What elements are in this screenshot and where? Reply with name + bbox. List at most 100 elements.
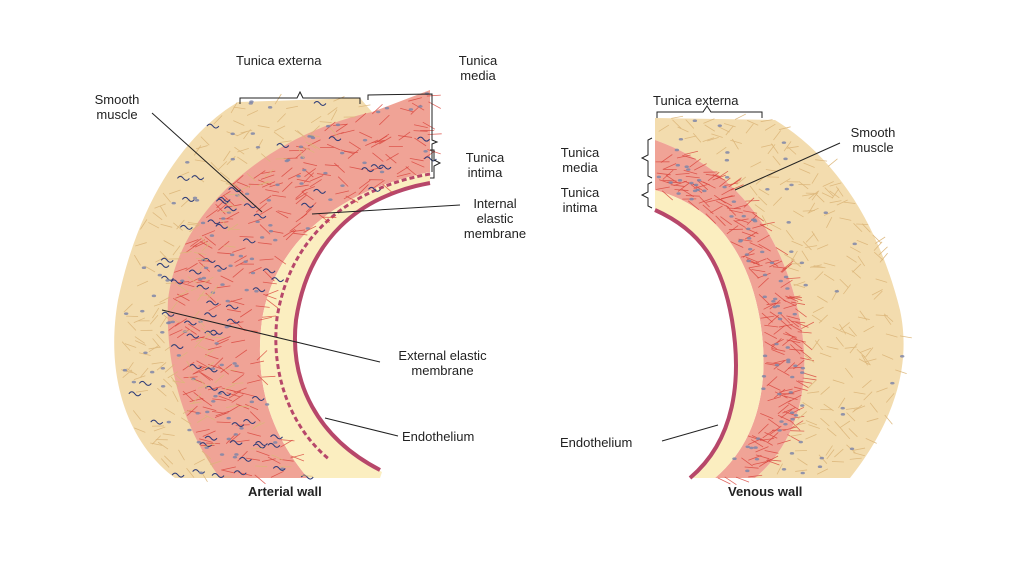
muscle-fiber [232,175,244,185]
cell-nucleus [298,145,304,149]
muscle-fiber [783,426,797,431]
connective-fiber [818,314,828,324]
muscle-fiber [226,211,240,220]
muscle-fiber [173,298,186,306]
cell-nucleus [689,197,694,201]
muscle-fiber [797,331,812,334]
muscle-fiber [232,247,246,253]
cell-nucleus [196,440,202,444]
elastic-fiber [199,442,213,448]
cell-nucleus [323,171,328,175]
cell-nucleus [745,445,750,449]
muscle-fiber [676,154,691,159]
muscle-fiber [176,293,190,302]
connective-fiber [149,314,159,325]
muscle-fiber [223,195,235,206]
connective-fiber [279,140,292,143]
muscle-fiber [764,450,779,454]
connective-fiber [851,270,862,279]
connective-fiber [822,181,834,187]
arterial-endothelium [293,181,431,472]
muscle-fiber [755,446,769,453]
cell-nucleus [668,181,673,184]
connective-fiber [820,417,830,427]
connective-fiber [126,362,134,373]
connective-fiber [884,414,893,425]
muscle-fiber [310,175,324,182]
cell-nucleus [793,364,798,368]
muscle-fiber [168,321,181,331]
muscle-fiber [674,189,689,191]
connective-fiber [163,240,175,247]
connective-fiber [805,245,818,248]
connective-fiber [275,158,288,160]
muscle-fiber [749,242,763,249]
elastic-fiber [204,367,218,373]
muscle-fiber [206,209,218,219]
connective-fiber [776,463,783,475]
connective-fiber [798,168,811,174]
muscle-fiber [359,131,373,139]
connective-fiber [160,458,170,468]
muscle-fiber [208,303,222,312]
connective-fiber [852,404,863,413]
cell-nucleus [250,132,256,135]
muscle-fiber [758,243,771,252]
connective-fiber [811,231,819,242]
muscle-fiber [428,101,441,109]
muscle-fiber [377,133,390,143]
connective-fiber [758,196,768,206]
muscle-fiber [777,414,791,422]
connective-fiber [823,273,835,281]
muscle-fiber [262,315,277,318]
muscle-fiber [707,171,720,182]
muscle-fiber [773,325,785,335]
cell-nucleus [793,414,799,417]
muscle-fiber [750,439,764,448]
connective-fiber [765,169,778,172]
cell-nucleus [674,148,680,152]
cell-nucleus [803,283,808,287]
connective-fiber [802,402,814,410]
muscle-fiber [681,188,694,198]
muscle-fiber [189,398,204,403]
venous-endothelium [654,208,738,480]
cell-nucleus [204,446,209,449]
arterial-endothelium-label: Endothelium [402,429,475,444]
connective-fiber [182,407,194,414]
elastic-fiber [271,277,285,283]
cell-nucleus [777,392,782,396]
muscle-fiber [663,163,677,170]
connective-fiber [831,188,840,199]
connective-fiber [723,123,736,128]
connective-fiber [764,123,776,131]
muscle-fiber [193,391,205,402]
cell-nucleus [789,411,795,415]
arterial-external-elastic-leader [161,309,381,363]
connective-fiber [237,147,249,153]
muscle-fiber [202,406,217,411]
cell-nucleus [777,429,782,432]
cell-nucleus [230,253,235,257]
muscle-fiber [217,365,230,375]
connective-fiber [885,333,898,338]
elastic-fiber [301,202,314,208]
cell-nucleus [725,151,730,154]
connective-fiber [239,185,252,191]
muscle-fiber [349,166,364,171]
cell-nucleus [226,437,231,441]
muscle-fiber [757,234,770,243]
connective-fiber [811,173,819,184]
muscle-fiber [742,249,755,258]
cell-nucleus [160,330,165,334]
connective-fiber [159,316,167,328]
connective-fiber [187,276,198,284]
muscle-fiber [719,195,733,201]
connective-fiber [193,458,205,465]
connective-fiber [786,146,799,149]
elastic-fiber [242,238,256,244]
connective-fiber [164,455,174,465]
connective-fiber [772,196,782,206]
muscle-fiber [290,455,305,462]
muscle-fiber [426,94,441,97]
